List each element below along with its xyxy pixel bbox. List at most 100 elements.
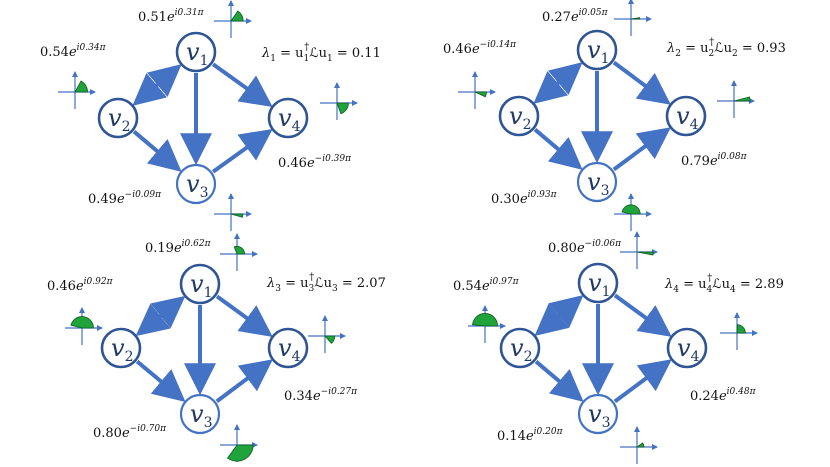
magnitude: 0.54	[453, 279, 482, 294]
value-label-v2: 0.54ei0.97π	[453, 277, 520, 294]
eigenvalue-equation: λ1 = u1†ℒu1 = 0.11	[261, 42, 381, 64]
exp-base: e	[122, 426, 130, 441]
magnitude: 0.27	[542, 10, 571, 25]
phase-sector	[630, 17, 641, 20]
node-circle	[666, 327, 708, 369]
exp-base: e	[167, 10, 175, 25]
phase: i0.20π	[534, 427, 564, 437]
value-label-v1: 0.80e−i0.06π	[548, 239, 622, 256]
magnitude: 0.46	[278, 156, 307, 171]
node-v4: v4	[267, 327, 309, 369]
exp-base: e	[117, 192, 125, 207]
node-circle	[179, 263, 221, 305]
phase-sector	[474, 91, 487, 98]
node-v4: v4	[267, 97, 309, 139]
phase: −i0.27π	[321, 387, 358, 397]
phase: i0.97π	[490, 277, 520, 287]
value-label-v4: 0.79ei0.08π	[681, 152, 748, 169]
phase: −i0.06π	[585, 239, 622, 249]
phase-sector	[472, 313, 498, 327]
node-circle	[665, 95, 707, 137]
edge-v1-v4	[613, 293, 672, 337]
phasor-glyph-v4	[320, 82, 358, 120]
value-label-v2: 0.46e−i0.14π	[443, 40, 517, 57]
node-v4: v4	[666, 327, 708, 369]
edge-v1-v2	[135, 295, 186, 337]
phasor-glyph-v4	[717, 80, 755, 118]
edge-v1-v4	[215, 294, 273, 337]
edge-v3-v4	[215, 359, 273, 403]
phase-sector	[621, 204, 641, 215]
value-label-v3: 0.14ei0.20π	[497, 427, 564, 444]
node-label: v1	[587, 36, 609, 67]
magnitude: 0.34	[284, 389, 313, 404]
phase-sector	[230, 213, 244, 218]
node-v4: v4	[665, 95, 707, 137]
magnitude: 0.14	[497, 429, 526, 444]
node-circle	[577, 262, 619, 304]
value-label-v4: 0.46e−i0.39π	[278, 154, 352, 171]
node-circle	[179, 393, 221, 435]
node-circle	[498, 95, 540, 137]
node-label: v2	[509, 102, 531, 133]
exp-base: e	[69, 45, 77, 60]
node-circle	[175, 31, 217, 73]
phasor-glyph-v4	[308, 315, 346, 353]
phasor-glyph-v2	[458, 71, 496, 109]
node-v2: v2	[498, 95, 540, 137]
magnitude: 0.19	[145, 241, 174, 256]
panel-4: v10.80e−i0.06πv20.54ei0.97πv30.14ei0.20π…	[453, 231, 784, 464]
magnitude: 0.49	[88, 192, 117, 207]
node-label: v3	[190, 400, 212, 431]
phasor-glyph-v3	[220, 424, 258, 462]
phase: −i0.14π	[480, 40, 517, 50]
node-circle	[267, 327, 309, 369]
magnitude: 0.80	[548, 241, 577, 256]
phase: i0.31π	[175, 8, 205, 18]
exp-base: e	[307, 156, 315, 171]
node-v1: v1	[179, 263, 221, 305]
edge-v3-v4	[211, 128, 273, 174]
edge-v1-v4	[612, 60, 671, 105]
magnitude: 0.79	[681, 154, 710, 169]
magnitude: 0.51	[138, 10, 167, 25]
eigenvalue-equation: λ4 = u4†ℒu4 = 2.89	[664, 273, 784, 295]
node-label: v3	[588, 400, 610, 431]
phase: −i0.39π	[315, 154, 352, 164]
phasor-glyph-v1	[220, 233, 258, 271]
phase-sector	[233, 245, 246, 255]
exp-base: e	[174, 241, 182, 256]
panel-3: v10.19ei0.62πv20.46ei0.92πv30.80e−i0.70π…	[47, 233, 386, 462]
exp-base: e	[710, 154, 718, 169]
exp-base: e	[520, 192, 528, 207]
magnitude: 0.46	[47, 279, 76, 294]
phase-sector	[736, 324, 746, 334]
magnitude: 0.46	[443, 42, 472, 57]
node-label: v4	[677, 334, 700, 365]
phase: i0.62π	[182, 239, 212, 249]
edge-v2-v3	[135, 359, 186, 402]
node-circle	[577, 393, 619, 435]
phase: i0.08π	[718, 152, 748, 162]
node-circle	[100, 327, 142, 369]
phase-sector	[230, 10, 244, 22]
node-v1: v1	[175, 31, 217, 73]
phasor-glyph-v1	[620, 231, 658, 269]
node-label: v2	[108, 104, 130, 135]
node-circle	[97, 97, 139, 139]
exp-base: e	[571, 10, 579, 25]
value-label-v2: 0.46ei0.92π	[47, 277, 114, 294]
node-circle	[576, 161, 618, 203]
phase-sector	[324, 335, 336, 344]
phasor-glyph-v3	[620, 426, 658, 464]
phasor-glyph-v2	[65, 307, 103, 345]
node-label: v1	[190, 270, 212, 301]
value-label-v2: 0.54ei0.34π	[40, 43, 107, 60]
phasor-glyph-v2	[468, 305, 506, 343]
phase-sector	[70, 316, 94, 329]
node-circle	[576, 29, 618, 71]
panel-2: v10.27ei0.05πv20.46e−i0.14πv30.30ei0.93π…	[443, 0, 786, 231]
value-label-v4: 0.34e−i0.27π	[284, 387, 358, 404]
exp-base: e	[577, 241, 585, 256]
phase: i0.05π	[579, 8, 609, 18]
